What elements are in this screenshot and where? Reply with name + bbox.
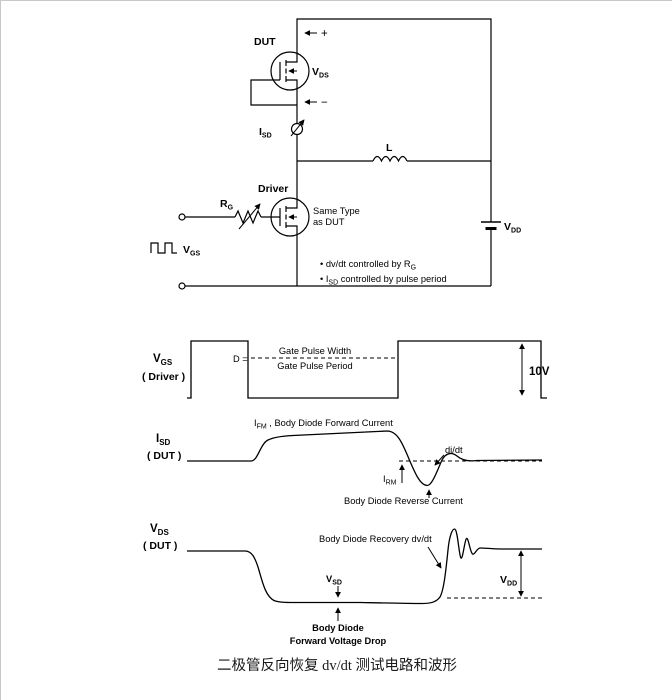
irm-label: IRM <box>383 474 397 487</box>
dut-gate-source-loop <box>250 79 297 106</box>
recovery-dvdt-label: Body Diode Recovery dv/dt <box>319 534 432 544</box>
same-type-line1: Same Type <box>313 206 360 216</box>
vgs-pulse-glyph <box>150 242 177 254</box>
duty-denominator: Gate Pulse Period <box>277 361 352 371</box>
vgs-waveform-trace <box>187 340 547 399</box>
wire-center-rail <box>286 79 298 209</box>
isd-label: ISD <box>259 126 272 140</box>
vgs-source-label: VGS <box>183 244 200 258</box>
vds-label: VDS <box>312 66 329 80</box>
plus-terminal-label: + <box>321 28 328 40</box>
wire-top-rail <box>286 18 492 222</box>
same-type-line2: as DUT <box>313 217 345 227</box>
amplitude-10v-label: 10V <box>529 366 550 378</box>
circuit-schematic: DUT + − VDS ISD L Driver RG Same Type as… <box>150 18 521 290</box>
driver-label: Driver <box>258 183 288 195</box>
isd-waveform-section: ISD ( DUT ) IFM , Body Diode Forward Cur… <box>147 418 543 506</box>
vgs-axis-label: VGS <box>153 353 173 367</box>
didt-arrow <box>434 454 445 466</box>
vgs-axis-label-line2: ( Driver ) <box>142 371 185 383</box>
recovery-dvdt-arrow <box>427 546 442 569</box>
isd-waveform-trace <box>187 430 543 487</box>
vdd-span-label: VDD <box>500 574 517 588</box>
rg-resistor-zigzag <box>234 209 262 225</box>
vdd-supply-label: VDD <box>504 221 521 235</box>
forward-drop-label-line1: Body Diode <box>312 623 364 633</box>
rg-variable-arrow <box>238 203 261 230</box>
isd-axis-label-line2: ( DUT ) <box>147 450 181 462</box>
dut-label: DUT <box>254 36 276 48</box>
vds-axis-label-line2: ( DUT ) <box>143 540 177 552</box>
inductor-label: L <box>386 142 393 154</box>
minus-terminal-label: − <box>321 97 328 109</box>
didt-label: di/dt <box>445 445 463 455</box>
duty-prefix: D = <box>233 354 248 364</box>
vgs-waveform-section: VGS ( Driver ) D = Gate Pulse Width Gate… <box>142 340 550 399</box>
return-input-terminal <box>178 282 186 290</box>
inductor-coil <box>372 155 408 163</box>
figure-caption: 二极管反向恢复 dv/dt 测试电路和波形 <box>217 656 458 674</box>
ifm-annotation: IFM , Body Diode Forward Current <box>254 418 393 431</box>
vsd-label: VSD <box>326 574 342 587</box>
note-dvdt: • dv/dt controlled by RG <box>320 259 416 272</box>
isd-probe-arrow <box>290 119 305 137</box>
forward-drop-label-line2: Forward Voltage Drop <box>290 636 387 646</box>
vds-waveform-section: VDS ( DUT ) Body Diode Recovery dv/dt VS… <box>143 523 542 646</box>
reverse-current-label: Body Diode Reverse Current <box>344 496 463 506</box>
isd-axis-label: ISD <box>156 433 171 447</box>
driver-source-wire <box>286 225 298 286</box>
vds-waveform-trace <box>187 528 542 605</box>
vds-axis-label: VDS <box>150 523 169 537</box>
gate-input-terminal <box>178 213 186 221</box>
rg-label: RG <box>220 198 234 212</box>
duty-numerator: Gate Pulse Width <box>279 346 351 356</box>
note-isd: • ISD controlled by pulse period <box>320 274 447 287</box>
